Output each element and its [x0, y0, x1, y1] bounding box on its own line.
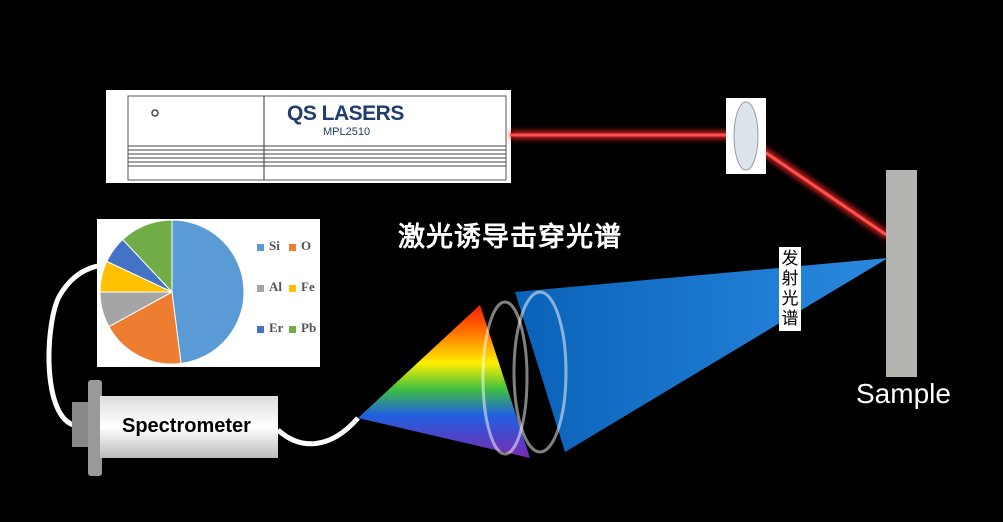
- fiber-to-optics: [276, 416, 360, 447]
- spectrometer: [72, 380, 278, 476]
- dispersed-spectrum: [358, 305, 530, 458]
- pie-chart: [99, 219, 245, 365]
- emission-beam: [515, 258, 888, 452]
- pie-slice-si: [171, 219, 245, 364]
- pie-slice-pb: [122, 219, 173, 294]
- sample-label: Sample: [856, 378, 951, 409]
- fiber-to-chart: [46, 262, 109, 429]
- laser-beam: [510, 131, 891, 240]
- legend-swatch: [257, 326, 264, 333]
- legend-item-pb: Pb: [289, 320, 316, 335]
- pie-slice-o: [108, 291, 182, 365]
- emission-label: 发射光谱: [779, 247, 801, 331]
- legend-item-al: Al: [257, 279, 282, 294]
- legend-label: Pb: [301, 320, 317, 335]
- legend-swatch: [257, 244, 264, 251]
- mirror: [726, 98, 766, 174]
- lenses: [481, 290, 568, 456]
- legend-item-er: Er: [257, 320, 283, 335]
- legend-label: O: [301, 238, 312, 253]
- legend-label: Fe: [301, 279, 315, 294]
- sample-block: [886, 170, 917, 377]
- legend-label: Al: [269, 279, 282, 294]
- legend-swatch: [289, 244, 296, 251]
- legend-swatch: [289, 326, 296, 333]
- legend-label: Si: [269, 238, 280, 253]
- legend-item-o: O: [289, 238, 311, 253]
- laser-brand: QS LASERS: [287, 102, 404, 125]
- spectrometer-label: Spectrometer: [122, 415, 251, 437]
- legend-swatch: [289, 285, 296, 292]
- laser-model: MPL2510: [323, 126, 371, 138]
- legend-item-fe: Fe: [289, 279, 315, 294]
- diagram-title: 激光诱导击穿光谱: [398, 222, 622, 253]
- laser-head: [106, 90, 511, 183]
- legend-swatch: [257, 285, 264, 292]
- legend-item-si: Si: [257, 238, 280, 253]
- legend-label: Er: [269, 320, 284, 335]
